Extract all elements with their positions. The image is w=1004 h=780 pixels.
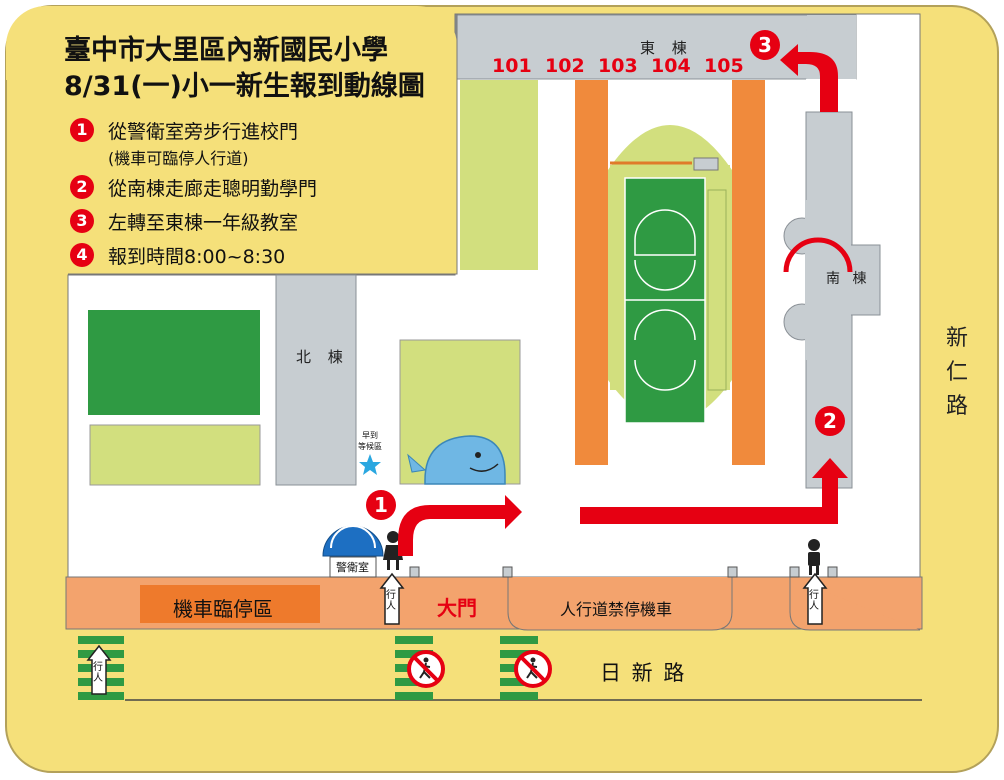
early-wait-label-1: 早到	[362, 431, 378, 440]
early-wait-label-2: 等候區	[358, 442, 382, 451]
route-marker-3: 3	[750, 30, 780, 60]
field-left	[88, 310, 260, 415]
no-pedestrian-icon	[407, 650, 445, 688]
pedestrian-arrow-sign	[802, 572, 828, 625]
whale-icon	[407, 435, 506, 485]
route-arrow-2	[580, 458, 848, 524]
scooter-zone-label: 機車臨停區	[173, 597, 273, 621]
no-pedestrian-icon	[514, 650, 552, 688]
route-arrow-1	[398, 495, 522, 556]
route-arrow-3	[780, 44, 838, 112]
step-4-text: 報到時間8:00~8:30	[108, 246, 286, 268]
road-xinren-3: 路	[945, 394, 968, 419]
step-1-note: (機車可臨停人行道)	[108, 149, 249, 168]
south-building-label: 南 棟	[826, 271, 871, 287]
corridor-door-arc	[783, 237, 853, 273]
step-3-number: 3	[70, 209, 94, 233]
east-building-label: 東 棟	[640, 39, 693, 57]
north-building	[275, 274, 357, 486]
room-102: 102	[545, 55, 585, 77]
north-building-label: 北 棟	[296, 348, 349, 366]
road-rixin: 日 新 路	[600, 661, 687, 685]
step-2-number: 2	[70, 175, 94, 199]
guard-room-label: 警衛室	[336, 561, 369, 574]
pedestrian-label-gate: 行人	[386, 590, 396, 612]
step-3-text: 左轉至東棟一年級教室	[108, 212, 299, 234]
pedestrian-arrow-sign	[379, 572, 405, 625]
no-scooter-label: 人行道禁停機車	[560, 600, 673, 619]
step-4-number: 4	[70, 243, 94, 267]
person-icon	[808, 539, 820, 575]
step-2-text: 從南棟走廊走聰明勤學門	[108, 178, 318, 200]
map-title-line1: 臺中市大里區內新國民小學	[64, 35, 388, 66]
room-104: 104	[651, 55, 691, 77]
step-1-text: 從警衛室旁步行進校門	[108, 121, 299, 143]
pedestrian-label-right: 行人	[809, 590, 819, 612]
lawn-top	[460, 80, 538, 270]
scooter-parking-zone	[140, 585, 320, 623]
pedestrian-label-road: 行人	[93, 662, 103, 684]
east-building	[455, 14, 857, 80]
pedestrian-arrow-sign	[86, 644, 112, 695]
room-105: 105	[704, 55, 744, 77]
room-103: 103	[598, 55, 638, 77]
road-xinren-2: 仁	[945, 360, 968, 385]
guard-dome-icon	[322, 525, 384, 578]
road-xinren-1: 新	[945, 326, 968, 351]
room-101: 101	[492, 55, 532, 77]
route-marker-1: 1	[366, 490, 396, 520]
map-title-line2: 8/31(一)小一新生報到動線圖	[64, 71, 425, 102]
star-icon	[359, 454, 381, 475]
step-1-number: 1	[70, 118, 94, 142]
main-gate-label: 大門	[437, 596, 477, 620]
lawn-left	[89, 424, 261, 486]
route-marker-2: 2	[815, 406, 845, 436]
